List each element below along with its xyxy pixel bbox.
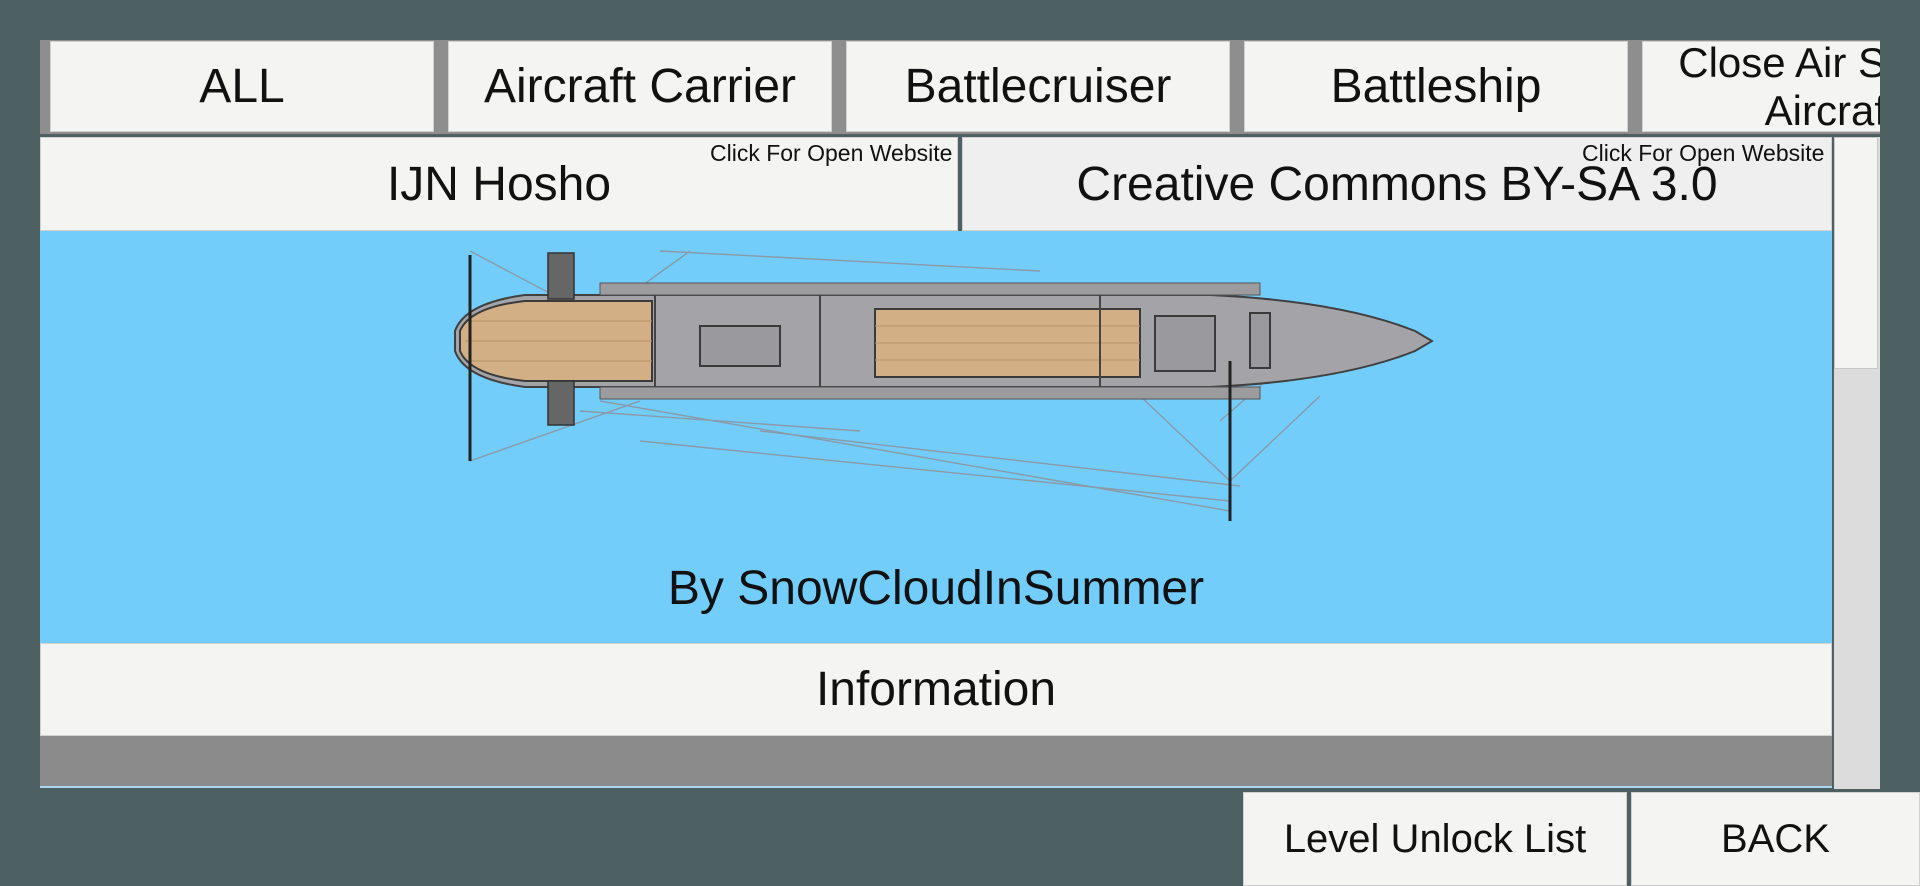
- tab-close-air-support-aircraft[interactable]: Close Air S Aircraf: [1642, 41, 1880, 132]
- ship-card-header: IJN Hosho Click For Open Website Creativ…: [40, 137, 1832, 231]
- information-button[interactable]: Information: [40, 643, 1832, 736]
- tab-aircraft-carrier[interactable]: Aircraft Carrier: [448, 41, 832, 132]
- tab-battlecruiser[interactable]: Battlecruiser: [846, 41, 1230, 132]
- open-website-hint: Click For Open Website: [710, 140, 953, 166]
- category-tab-bar: ALL Aircraft Carrier Battlecruiser Battl…: [40, 40, 1880, 134]
- list-divider: [40, 736, 1832, 788]
- license-button[interactable]: Creative Commons BY-SA 3.0: [962, 137, 1832, 231]
- open-website-hint-license: Click For Open Website: [1582, 140, 1825, 166]
- tab-label-line-2: Aircraf: [1764, 86, 1880, 132]
- tab-close-air-support-label: Close Air S Aircraf: [1678, 41, 1880, 132]
- aircraft-carrier-icon: [454, 250, 1434, 521]
- ship-preview: By SnowCloudInSummer: [40, 231, 1832, 643]
- information-label: Information: [815, 663, 1057, 716]
- scrollbar-thumb[interactable]: [1834, 137, 1878, 369]
- ship-author: By SnowCloudInSummer: [667, 562, 1205, 615]
- vertical-scrollbar[interactable]: [1834, 137, 1880, 789]
- license-text: Creative Commons BY-SA 3.0: [1076, 157, 1718, 211]
- back-button[interactable]: BACK: [1631, 792, 1920, 886]
- ship-name-button[interactable]: IJN Hosho: [40, 137, 958, 231]
- tab-label-line-1: Close Air S: [1678, 41, 1880, 86]
- tab-battleship[interactable]: Battleship: [1244, 41, 1628, 132]
- level-unlock-list-button[interactable]: Level Unlock List: [1243, 792, 1627, 886]
- tab-all[interactable]: ALL: [50, 41, 434, 132]
- ship-name: IJN Hosho: [386, 157, 612, 211]
